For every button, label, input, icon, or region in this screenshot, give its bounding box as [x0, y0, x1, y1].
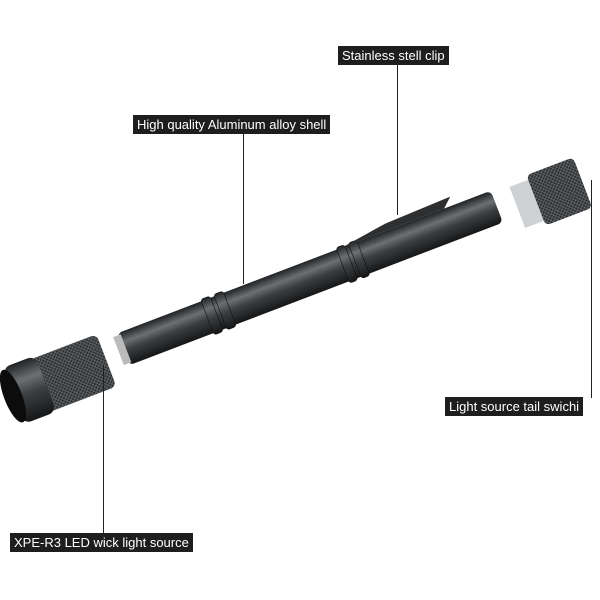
shell-pointer-line	[243, 134, 244, 284]
shell-label: High quality Aluminum alloy shell	[133, 115, 331, 134]
clip	[341, 196, 451, 248]
clip-label: Stainless stell clip	[338, 46, 449, 65]
tail-pointer-line	[591, 180, 592, 398]
clip-pointer-line	[397, 65, 398, 215]
led-label: XPE-R3 LED wick light source	[10, 533, 193, 552]
head-cap	[0, 335, 115, 423]
led-pointer-line	[103, 365, 104, 533]
tail-cap	[509, 158, 591, 229]
flashlight-body	[113, 192, 502, 366]
tail-switch-label: Light source tail swichi	[445, 397, 584, 416]
